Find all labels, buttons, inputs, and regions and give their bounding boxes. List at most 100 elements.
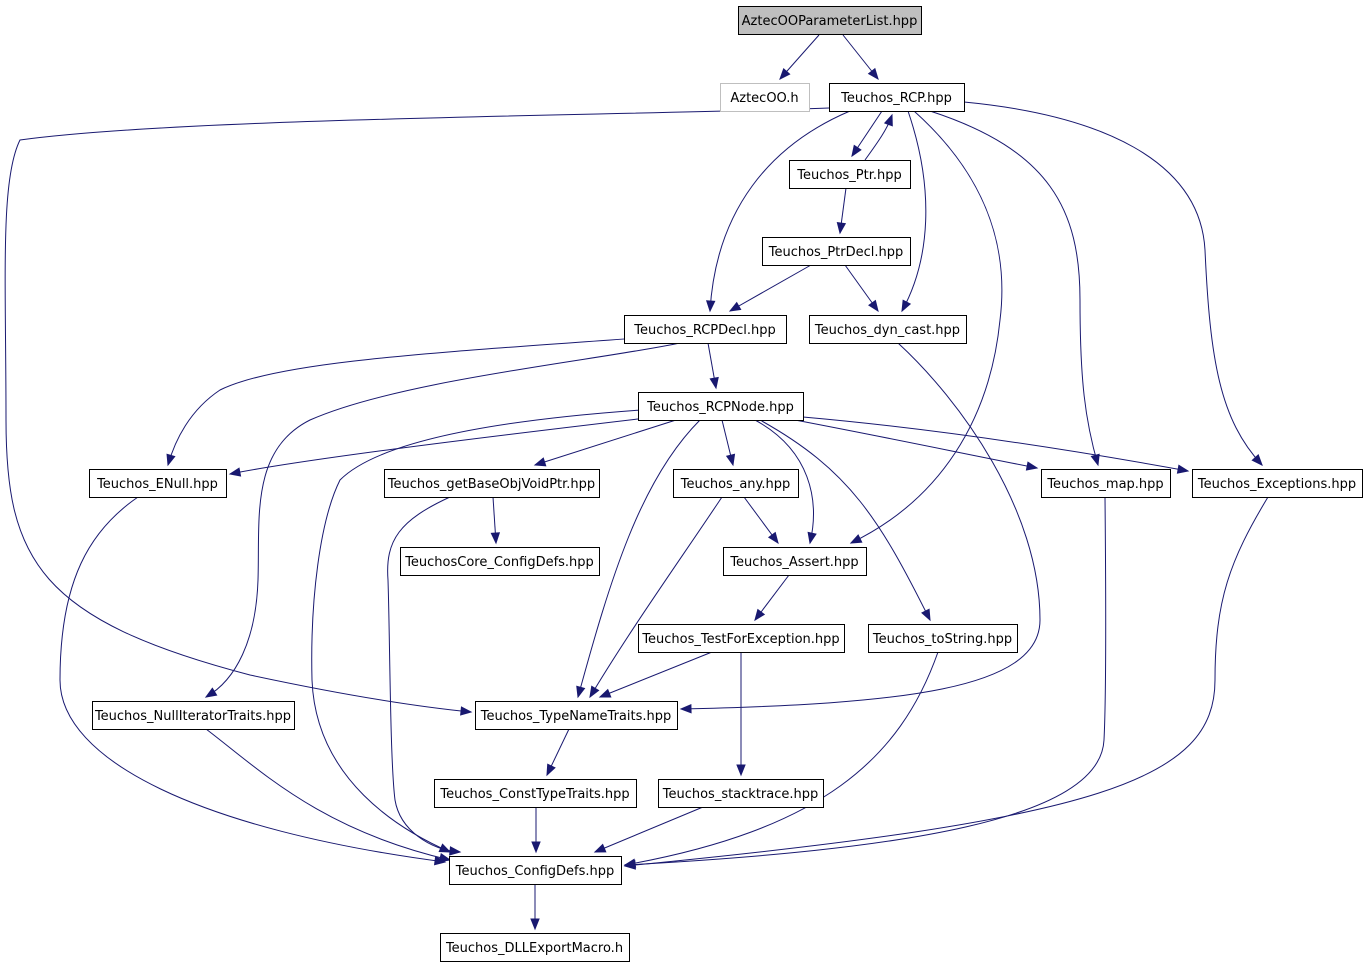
edge-rcpnode-to-getbase [533,419,677,467]
arrowhead [679,704,692,714]
node-label: Teuchos_PtrDecl.hpp [768,245,904,260]
node-label: TeuchosCore_ConfigDefs.hpp [404,555,594,570]
edge-getbase-to-coreconfig [490,496,501,545]
node-dllexport[interactable]: Teuchos_DLLExportMacro.h [440,933,630,962]
edge-rcpnode-to-enull [228,418,639,477]
edge-line [963,101,1263,466]
node-box [868,624,1018,653]
node-rcp[interactable]: Teuchos_RCP.hpp [829,83,965,112]
arrowhead [767,531,779,545]
edge-testfor-to-stacktrace [736,652,746,777]
arrowhead [705,300,716,313]
arrowhead [836,221,847,235]
node-exceptions[interactable]: Teuchos_Exceptions.hpp [1192,469,1363,498]
edge-typename-to-consttype [546,728,570,777]
node-tostring[interactable]: Teuchos_toString.hpp [868,624,1018,653]
node-configdefs[interactable]: Teuchos_ConfigDefs.hpp [449,856,622,885]
edge-line [205,728,451,861]
edge-rcpnode-to-typename [576,419,701,699]
node-label: Teuchos_TestForException.hpp [641,632,839,647]
edge-line [802,416,1189,472]
node-consttype[interactable]: Teuchos_ConstTypeTraits.hpp [434,779,637,808]
node-rcpnode[interactable]: Teuchos_RCPNode.hpp [638,392,804,421]
arrowhead [598,688,612,698]
edge-stacktrace-to-configdefs [593,806,704,853]
node-getbase[interactable]: Teuchos_getBaseObjVoidPtr.hpp [384,469,600,498]
node-label: Teuchos_RCP.hpp [840,91,952,106]
edge-rcp-to-assert [849,110,1003,544]
node-box [789,160,911,189]
edge-rcpnode-to-assert [754,419,817,545]
node-root[interactable]: AztecOOParameterList.hpp [738,6,922,35]
edge-line [754,419,814,544]
node-box [440,933,630,962]
node-map[interactable]: Teuchos_map.hpp [1041,469,1171,498]
node-box [762,237,911,266]
node-label: Teuchos_stacktrace.hpp [662,787,819,802]
edge-line [534,419,677,466]
arrowhead [901,299,912,313]
node-rcpdecl[interactable]: Teuchos_RCPDecl.hpp [624,315,787,344]
node-label: AztecOO.h [730,91,798,106]
node-typename[interactable]: Teuchos_TypeNameTraits.hpp [475,701,678,730]
edge-line [589,496,723,698]
edge-rcpnode-to-exceptions [802,416,1190,474]
node-label: Teuchos_map.hpp [1046,477,1163,492]
arrowhead [921,608,931,622]
node-nulliter[interactable]: Teuchos_NullIteratorTraits.hpp [92,701,295,730]
arrowhead [166,453,176,467]
node-ptrdecl[interactable]: Teuchos_PtrDecl.hpp [762,237,911,266]
arrowhead [867,67,879,81]
edge-line [205,342,681,698]
edge-line [901,110,927,312]
edge-rcp-to-map [929,110,1100,467]
node-box [475,701,678,730]
node-testfor[interactable]: Teuchos_TestForException.hpp [638,624,845,653]
node-box [434,779,637,808]
edge-dyncast-to-typename [679,342,1041,714]
edge-rcp-to-ptr [851,110,883,158]
edge-line [794,419,1038,469]
node-assert[interactable]: Teuchos_Assert.hpp [723,547,867,576]
node-box [809,315,967,344]
node-ptr[interactable]: Teuchos_Ptr.hpp [789,160,911,189]
edge-nulliter-to-configdefs [205,728,452,863]
node-label: Teuchos_DLLExportMacro.h [445,941,623,956]
edge-rcpnode-to-tostring [759,419,931,622]
arrowhead [851,144,862,158]
node-label: Teuchos_Exceptions.hpp [1197,477,1356,492]
node-label: Teuchos_RCPNode.hpp [646,400,794,415]
arrowhead [883,113,893,127]
edge-enull-to-configdefs [59,496,447,866]
node-box [673,469,799,498]
node-any[interactable]: Teuchos_any.hpp [673,469,799,498]
node-label: Teuchos_dyn_cast.hpp [814,323,960,338]
arrowhead [533,457,547,467]
edge-assert-to-testfor [754,574,790,622]
edge-line [59,496,446,863]
edge-line [311,409,642,853]
edge-rcpdecl-to-rcpnode [707,342,719,390]
node-dyncast[interactable]: Teuchos_dyn_cast.hpp [809,315,967,344]
node-box [1041,469,1171,498]
node-aztecoo[interactable]: AztecOO.h [720,83,810,112]
edge-rcpdecl-to-nulliter [204,342,681,698]
node-box [384,469,600,498]
node-box [720,83,810,112]
node-stacktrace[interactable]: Teuchos_stacktrace.hpp [658,779,824,808]
edge-rcp-to-rcpdecl [705,110,851,313]
arrowhead [204,687,218,698]
arrowhead [1090,453,1100,467]
edge-exceptions-to-configdefs [623,496,1269,870]
node-enull[interactable]: Teuchos_ENull.hpp [89,469,227,498]
node-label: Teuchos_NullIteratorTraits.hpp [94,709,291,724]
node-box [638,392,804,421]
arrowhead [623,858,637,868]
node-label: Teuchos_ConfigDefs.hpp [455,864,615,879]
node-coreconfig[interactable]: TeuchosCore_ConfigDefs.hpp [400,547,600,576]
arrowhead [1176,464,1190,474]
node-label: Teuchos_Ptr.hpp [796,168,902,183]
edge-line [577,419,701,698]
arrowhead [1251,454,1263,467]
arrowhead [807,531,817,545]
